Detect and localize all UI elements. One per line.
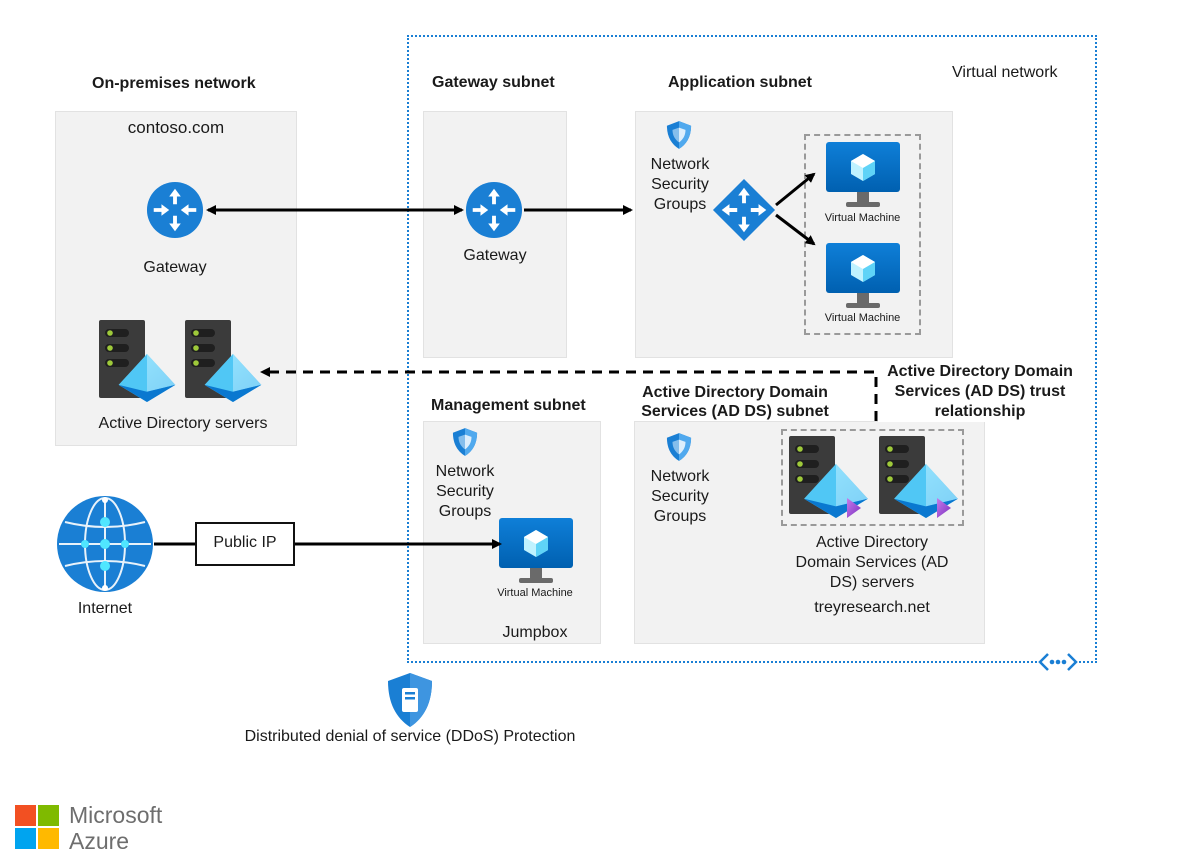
virtual-network-label: Virtual network: [952, 64, 1058, 81]
internet-label: Internet: [77, 600, 133, 617]
trust-label-bg: [878, 360, 1084, 422]
adds-server-icon-1: [789, 436, 868, 518]
gateway-subnet-heading: Gateway subnet: [432, 74, 555, 91]
mgmt-nsg-label-1: Network: [435, 463, 495, 480]
adds-nsg-label-2: Security: [651, 488, 709, 505]
jumpbox-label: Jumpbox: [502, 624, 568, 641]
application-subnet-box: [635, 111, 953, 358]
adds-nsg-label-3: Groups: [653, 508, 707, 525]
adds-server-group: [781, 429, 964, 526]
lb-to-vm2-arrow: [775, 213, 816, 246]
adds-subnet-heading-2: Services (AD DS) subnet: [641, 403, 829, 420]
adds-nsg-label-1: Network: [650, 468, 710, 485]
logo-microsoft-text: Microsoft: [69, 802, 163, 828]
virtual-network-boundary: [407, 35, 1097, 663]
lb-to-vm1-arrow: [775, 172, 816, 207]
ddos-shield-icon: [388, 673, 432, 727]
ddos-label: Distributed denial of service (DDoS) Pro…: [244, 728, 576, 745]
adds-servers-label-3: DS) servers: [829, 574, 915, 591]
app-nsg-label-1: Network: [650, 156, 710, 173]
onprem-heading: On-premises network: [92, 75, 256, 92]
trust-label-1: Active Directory Domain: [887, 363, 1073, 380]
adds-server-icon-2: [879, 436, 958, 518]
jumpbox-vm-label: Virtual Machine: [497, 587, 573, 599]
adds-subnet-heading-1: Active Directory Domain: [642, 384, 828, 401]
ad-servers-label: Active Directory servers: [98, 415, 268, 432]
app-vm-group: [804, 134, 921, 335]
mgmt-nsg-label-2: Security: [436, 483, 494, 500]
management-subnet-heading: Management subnet: [431, 397, 586, 414]
adds-servers-label-1: Active Directory: [815, 534, 929, 551]
trust-dashed-arrow: [260, 367, 878, 421]
public-ip-box: [195, 522, 295, 566]
public-ip-label: Public IP: [213, 534, 277, 551]
trust-label-2: Services (AD DS) trust: [894, 383, 1066, 400]
virtual-network-icon: [1038, 651, 1078, 673]
vnet-gateway-label: Gateway: [463, 247, 527, 264]
app-vm-label-1: Virtual Machine: [824, 212, 901, 224]
onprem-domain: contoso.com: [127, 118, 225, 137]
microsoft-logo-icon: [15, 805, 59, 849]
internet-globe-icon: [57, 496, 153, 592]
logo-azure-text: Azure: [69, 828, 130, 854]
adds-domain: treyresearch.net: [814, 599, 930, 616]
mgmt-nsg-label-3: Groups: [438, 503, 492, 520]
onprem-network-box: [55, 111, 297, 446]
app-vm-label-2: Virtual Machine: [824, 312, 901, 324]
application-subnet-heading: Application subnet: [668, 74, 812, 91]
trust-label-3: relationship: [934, 403, 1026, 420]
app-nsg-label-3: Groups: [653, 196, 707, 213]
app-nsg-label-2: Security: [651, 176, 709, 193]
onprem-gateway-label: Gateway: [143, 259, 207, 276]
adds-servers-label-2: Domain Services (AD: [795, 554, 949, 571]
